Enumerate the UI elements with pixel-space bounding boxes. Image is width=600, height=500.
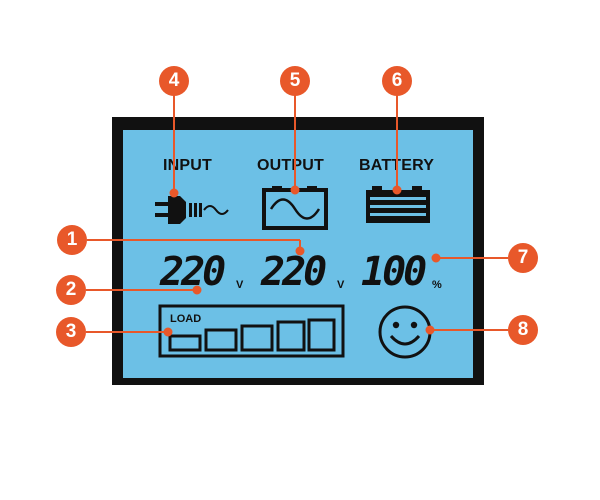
input-label: INPUT [163, 157, 212, 174]
input-voltage-unit: V [236, 279, 244, 291]
battery-capacity-reading: 100 [361, 249, 427, 295]
callout-6: 6 [382, 66, 412, 96]
load-segment-4 [276, 320, 306, 352]
callout-8: 8 [508, 315, 538, 345]
output-voltage-reading: 220 [261, 249, 327, 295]
load-segment-3 [240, 324, 274, 352]
load-segment-1 [168, 334, 202, 352]
output-label: OUTPUT [257, 157, 324, 174]
battery-icon [366, 186, 430, 223]
callout-1: 1 [57, 225, 87, 255]
callout-2: 2 [56, 275, 86, 305]
callout-3: 3 [56, 317, 86, 347]
output-voltage-unit: V [337, 279, 345, 291]
input-voltage-reading: 220 [160, 249, 226, 295]
load-segment-5 [307, 318, 336, 352]
load-label: LOAD [170, 313, 202, 325]
callout-4: 4 [159, 66, 189, 96]
callout-7: 7 [508, 243, 538, 273]
load-segment-2 [204, 328, 238, 352]
plug-icon [155, 196, 229, 224]
battery-capacity-unit: % [432, 279, 442, 291]
callout-5: 5 [280, 66, 310, 96]
